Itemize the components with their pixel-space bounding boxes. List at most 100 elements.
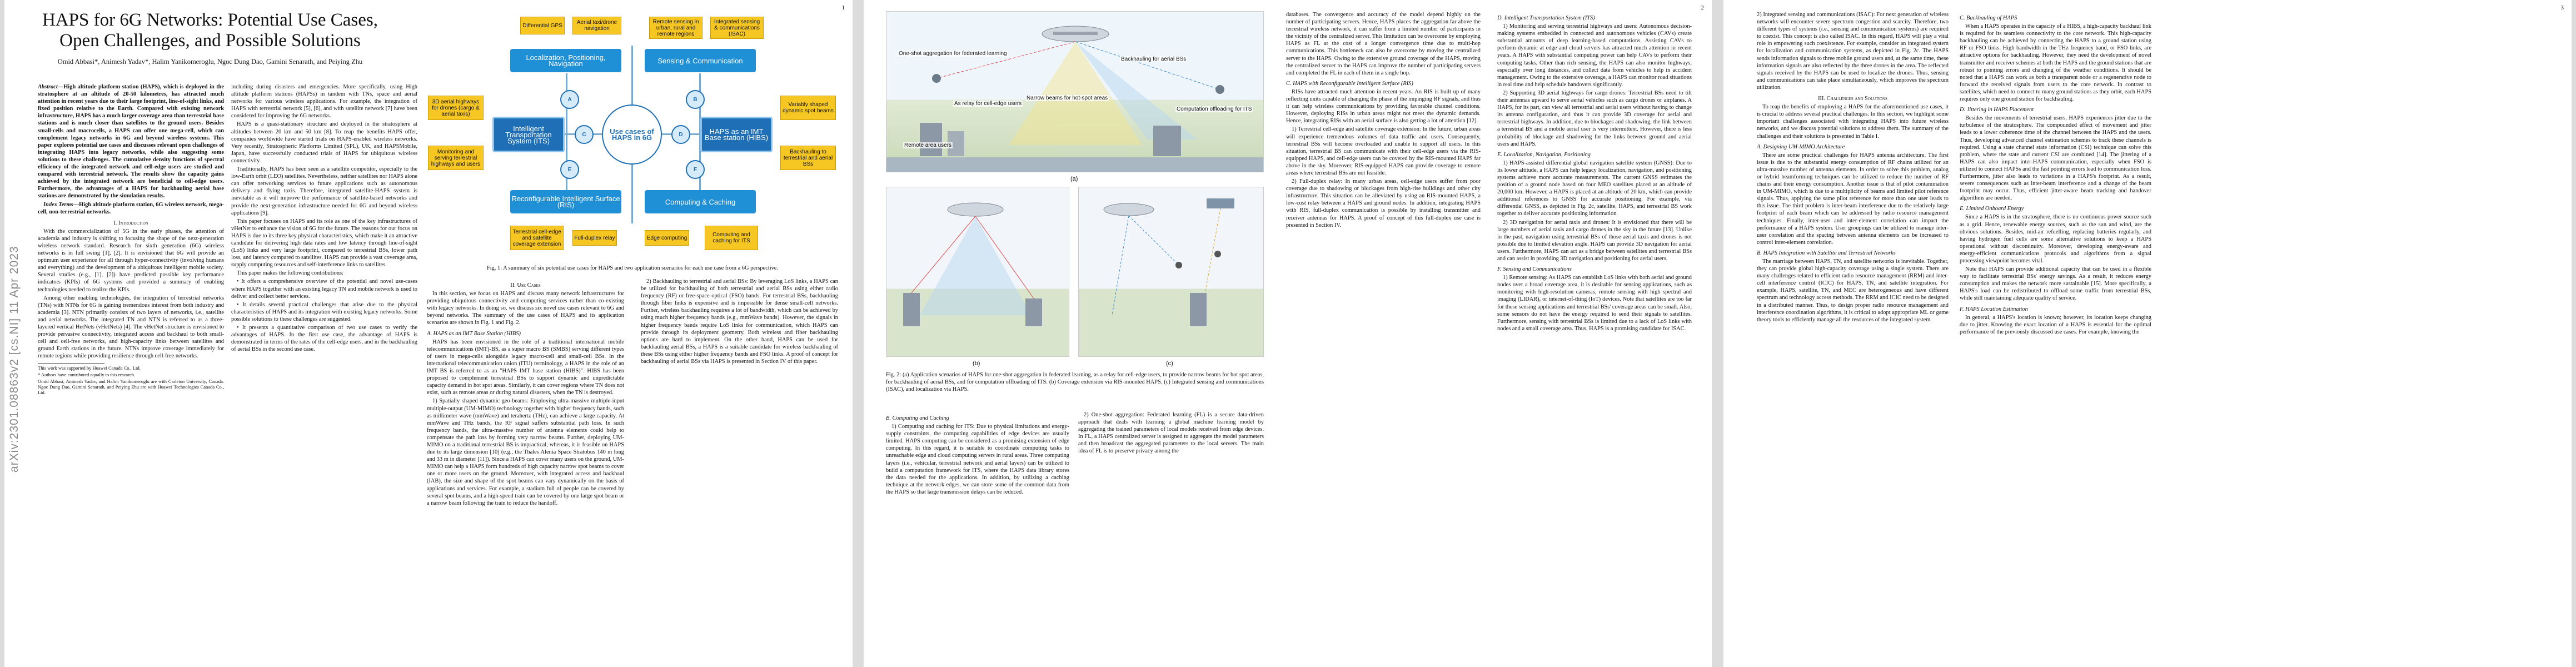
hub-circle: F: [686, 160, 705, 179]
page-number: 3: [2560, 4, 2564, 11]
paragraph: Besides the movements of terrestrial use…: [1960, 115, 2151, 202]
yellow-box: Variably shaped dynamic spot beams: [780, 96, 836, 120]
paragraph: databases. The convergence and accuracy …: [1286, 12, 1481, 76]
footnote-rule: [38, 363, 104, 364]
paragraph: Since a HAPS is in the stratosphere, the…: [1960, 214, 2151, 264]
yellow-box: Monitoring and serving terrestrial highw…: [428, 146, 484, 170]
author-list: Omid Abbasi*, Animesh Yadav*, Halim Yani…: [57, 58, 363, 66]
abstract: Abstract—High altitude platform station …: [38, 84, 224, 200]
hub-circle: C: [575, 125, 594, 144]
figure-annotation: As relay for cell-edge users: [953, 101, 1023, 107]
subfigure-label: (c): [1166, 360, 1173, 367]
figure-annotation: Remote area users: [903, 142, 953, 148]
use-case-box: Localization, Positioning, Navigation: [510, 49, 621, 72]
subsection-heading: A. Designing UM-MIMO Architecture: [1757, 143, 1845, 150]
paragraph: The marriage between HAPS, TN, and satel…: [1757, 258, 1949, 323]
paragraph: When a HAPS operates in the capacity of …: [1960, 23, 2151, 103]
column-2: including during disasters and emergenci…: [231, 83, 417, 659]
column-1: Abstract—High altitude platform station …: [38, 83, 224, 659]
paragraph: HAPS has been envisioned in the role of …: [427, 339, 624, 396]
paragraph: There are some practical challenges for …: [1757, 152, 1949, 246]
subsection-heading: F. Sensing and Communications: [1497, 266, 1572, 273]
figure-1-caption: Fig. 1: A summary of six potential use c…: [486, 265, 779, 271]
page-number: 1: [841, 4, 845, 11]
paragraph: This paper makes the following contribut…: [237, 270, 343, 277]
page-3: 3 2) Integrated sensing and communicatio…: [1723, 0, 2572, 667]
paragraph: RISs have attracted much attention in re…: [1286, 88, 1481, 125]
figure-2b-sketch: [903, 202, 1042, 326]
center-hub: Use cases of HAPS in 6G: [602, 104, 662, 165]
paragraph: To reap the benefits of employing a HAPS…: [1757, 104, 1949, 140]
column-1: B. Computing and Caching 1) Computing an…: [886, 411, 1069, 659]
paragraph: In general, a HAPS's location is known; …: [1960, 314, 2151, 335]
paragraph: Note that HAPS can provide additional ca…: [1960, 266, 2151, 302]
paragraph: 2) Supporting 3D aerial highways for car…: [1497, 89, 1692, 147]
paragraph: 2) Integrated sensing and communications…: [1757, 12, 1949, 91]
index-terms: Index Terms—High altitude platform stati…: [38, 201, 224, 215]
section-heading: III. Challenges and Solutions: [1818, 96, 1887, 102]
column-3: databases. The convergence and accuracy …: [1286, 11, 1481, 659]
paragraph: 1) HAPS-assisted differential global nav…: [1497, 160, 1692, 217]
yellow-box: Remote sensing in urban, rural and remot…: [649, 17, 702, 39]
subfigure-label: (b): [973, 360, 980, 367]
paragraph: 2) One-shot aggregation: Federated learn…: [1078, 412, 1264, 455]
bullet-item: • It details several practical challenge…: [231, 301, 417, 322]
figure-annotation: Computation offloading for ITS: [1175, 106, 1253, 112]
yellow-box: Differential GPS: [520, 17, 565, 34]
column-2: C. Backhauling of HAPS When a HAPS opera…: [1960, 11, 2151, 659]
figure-2c-isac-image: [1078, 187, 1264, 357]
section-heading: I. Introduction: [113, 220, 148, 226]
figure-2a-scenario-image: One-shot aggregation for federated learn…: [886, 11, 1264, 172]
use-case-box: Computing & Caching: [645, 190, 756, 213]
figure-annotation: Backhauling for aerial BSs: [1120, 56, 1188, 62]
yellow-box: Full-duplex relay: [572, 230, 617, 246]
figure-2c-sketch: [1103, 198, 1234, 326]
paragraph: 2) Backhauling to terrestrial and aerial…: [641, 278, 838, 365]
hub-circle: A: [560, 90, 579, 109]
yellow-box: 3D aerial highways for drones (cargo & a…: [428, 96, 484, 120]
column-4: D. Intelligent Transportation System (IT…: [1497, 11, 1692, 659]
paragraph: HAPS is a quasi-stationary structure and…: [231, 121, 417, 164]
subsection-heading: B. Computing and Caching: [886, 415, 949, 421]
paragraph: 2) 3D navigation for aerial taxis and dr…: [1497, 219, 1692, 262]
paragraph: In this section, we focus on HAPS and di…: [427, 291, 624, 326]
subsection-heading: A. HAPS as an IMT Base Station (HIBS): [427, 330, 521, 337]
page-number: 2: [1701, 4, 1705, 11]
figure-1-use-cases-diagram: Differential GPS Aerial taxi/drone navig…: [427, 12, 838, 257]
paragraph: Among other enabling technologies, the i…: [38, 295, 224, 360]
paragraph: Traditionally, HAPS has been seen as a s…: [231, 166, 417, 216]
figure-annotation: Narrow beams for hot-spot areas: [1025, 95, 1109, 101]
hub-circle: D: [671, 125, 690, 144]
paragraph: With the commercialization of 5G in the …: [38, 228, 224, 293]
subsection-heading: C. HAPS with Reconfigurable Intelligent …: [1286, 80, 1413, 87]
yellow-box: Integrated sensing & communications (ISA…: [710, 17, 764, 39]
column-2: 2) One-shot aggregation: Federated learn…: [1078, 411, 1264, 659]
use-case-box: Intelligent Transportation System (ITS): [492, 117, 565, 152]
figure-2-caption: Fig. 2: (a) Application scenarios of HAP…: [886, 372, 1264, 392]
use-case-box: Reconfigurable Intelligent Surface (RIS): [510, 190, 621, 213]
arxiv-stamp: arXiv:2301.08863v2 [cs.NI] 11 Apr 2023: [8, 246, 21, 472]
paragraph: 1) Spatially shaped dynamic geo-beams: E…: [427, 398, 624, 506]
column-3: II. Use Cases In this section, we focus …: [427, 278, 624, 659]
yellow-box: Terrestrial cell-edge and satellite cove…: [510, 226, 564, 250]
use-case-box: Sensing & Communication: [645, 49, 756, 72]
yellow-box: Edge computing: [645, 230, 689, 246]
subsection-heading: D. Intelligent Transportation System (IT…: [1497, 15, 1595, 21]
page-1: 1 arXiv:2301.08863v2 [cs.NI] 11 Apr 2023…: [4, 0, 853, 667]
subfigure-label: (a): [1070, 176, 1078, 182]
use-case-box: HAPS as an IMT Base station (HIBS): [700, 117, 773, 152]
bullet-item: • It offers a comprehensive overview of …: [231, 278, 417, 300]
footnote: * Authors have contributed equally to th…: [38, 372, 136, 378]
paragraph: 1) Computing and caching for ITS: Due to…: [886, 424, 1069, 495]
paragraph: 2) Full-duplex relay: In many urban area…: [1286, 178, 1481, 228]
footnote: This work was supported by Huawei Canada…: [38, 365, 141, 371]
subsection-heading: D. Jittering in HAPS Placement: [1960, 107, 2034, 113]
figure-2a-sketch: [886, 26, 1263, 172]
paragraph: including during disasters and emergenci…: [231, 84, 417, 120]
paragraph: This paper focuses on HAPS and its role …: [231, 218, 417, 268]
paragraph: 1) Terrestrial cell-edge and satellite c…: [1286, 126, 1481, 176]
yellow-box: Aerial taxi/drone navigation: [572, 17, 621, 34]
paper-title: HAPS for 6G Networks: Potential Use Case…: [42, 10, 378, 51]
hub-circle: E: [560, 160, 579, 179]
column-4: 2) Backhauling to terrestrial and aerial…: [641, 278, 838, 659]
